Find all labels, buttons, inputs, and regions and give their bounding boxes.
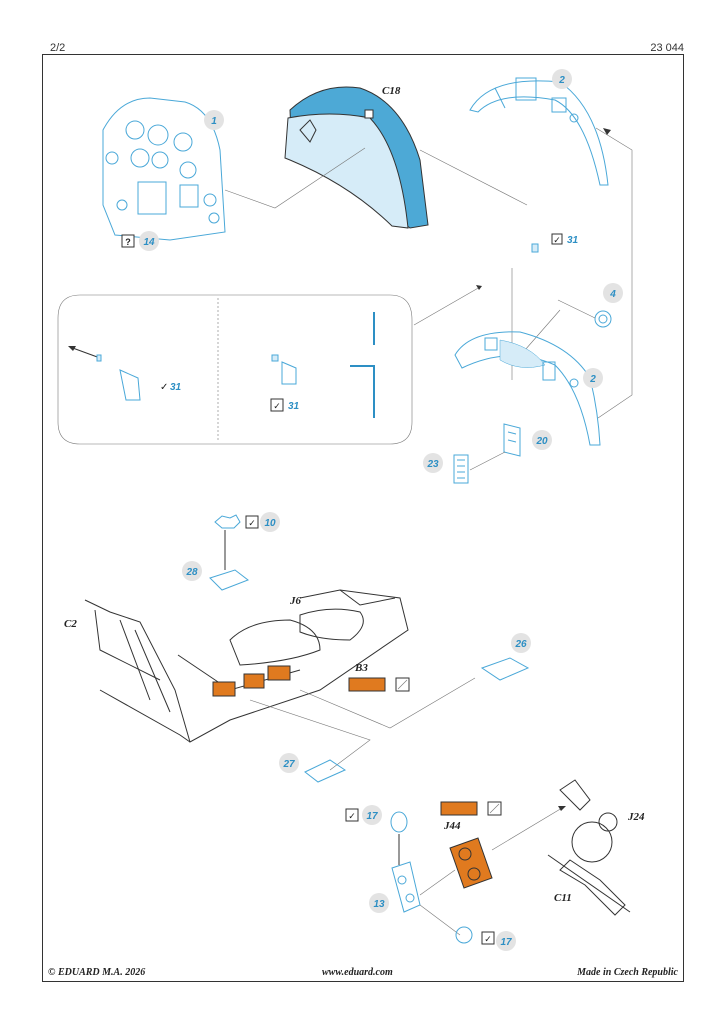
footer-url: www.eduard.com	[322, 967, 393, 978]
svg-text:✓: ✓	[348, 811, 356, 821]
svg-text:4: 4	[609, 289, 616, 300]
paint-j44: J44	[440, 801, 502, 889]
svg-text:2: 2	[589, 374, 596, 385]
svg-text:17: 17	[366, 811, 378, 822]
arrow-head	[603, 128, 611, 135]
svg-text:✓: ✓	[160, 382, 168, 393]
arrow-head	[558, 806, 566, 811]
leader-line	[224, 147, 366, 209]
callout-31-inset-a: ✓ 31	[160, 382, 182, 393]
instrument-panel-pe-1	[102, 97, 226, 241]
cockpit-floor-c2	[84, 589, 409, 743]
panel-pe-2-top	[469, 77, 609, 186]
svg-text:J44: J44	[443, 820, 461, 832]
part-20: 20	[503, 423, 552, 457]
optional-part-14: ? 14	[121, 231, 159, 251]
part-31-top: ✓ 31	[531, 233, 579, 253]
svg-text:20: 20	[535, 436, 548, 447]
svg-text:✓: ✓	[273, 401, 281, 411]
label-j24: J24	[627, 811, 645, 823]
leader-line	[299, 677, 476, 729]
label-c11: C11	[554, 892, 572, 904]
part-4: 4	[594, 283, 623, 328]
svg-text:17: 17	[500, 937, 512, 948]
plastic-panel-c18	[284, 86, 429, 229]
leader-line	[469, 451, 506, 471]
gunsight-j24-c11	[547, 779, 631, 916]
callout-31-inset-b: ✓ 31	[270, 398, 300, 412]
svg-text:27: 27	[282, 759, 295, 770]
leader-line	[419, 869, 456, 896]
page-number: 2/2	[50, 42, 66, 54]
part-17-top: ✓ 17	[345, 805, 408, 833]
svg-text:2: 2	[558, 75, 565, 86]
svg-text:?: ?	[125, 237, 131, 247]
svg-text:1: 1	[211, 116, 217, 127]
svg-text:14: 14	[143, 237, 155, 248]
part-13: 13	[369, 861, 421, 913]
svg-text:10: 10	[264, 518, 276, 529]
leader-line	[249, 699, 371, 771]
detail-inset	[57, 294, 413, 445]
svg-text:26: 26	[514, 639, 527, 650]
svg-text:28: 28	[185, 567, 198, 578]
svg-text:31: 31	[567, 235, 579, 246]
svg-text:✓: ✓	[248, 518, 256, 528]
callout-2-lower: 2	[583, 368, 603, 388]
svg-text:31: 31	[170, 382, 182, 393]
footer-copyright: © EDUARD M.A. 2026	[48, 967, 146, 978]
leader-line	[419, 149, 528, 206]
callout-1: 1	[204, 110, 224, 130]
svg-text:13: 13	[373, 899, 385, 910]
leader-line	[413, 286, 481, 326]
part-17-bottom: ✓ 17	[455, 926, 516, 951]
paint-b3: B3	[348, 662, 410, 692]
svg-text:✓: ✓	[484, 934, 492, 944]
label-j6: J6	[289, 595, 302, 607]
footer-made-in: Made in Czech Republic	[577, 967, 678, 978]
part-28: 28	[182, 561, 250, 591]
part-23: 23	[423, 453, 469, 484]
label-c2: C2	[64, 618, 77, 630]
leader-line	[491, 807, 563, 851]
kit-code: 23 044	[650, 42, 684, 54]
leader-line	[524, 309, 561, 351]
callout-2-top: 2	[552, 69, 572, 89]
part-26: 26	[480, 633, 531, 681]
panel-pe-2-lower	[454, 331, 601, 446]
label-c18: C18	[382, 85, 401, 97]
svg-text:31: 31	[288, 401, 300, 412]
svg-text:✓: ✓	[553, 235, 561, 245]
part-10: ✓ 10	[214, 512, 280, 532]
leader-line	[595, 127, 633, 419]
svg-text:B3: B3	[354, 662, 368, 674]
svg-text:23: 23	[426, 459, 439, 470]
leader-line	[419, 904, 461, 936]
leader-line	[557, 299, 596, 319]
part-27: 27	[279, 753, 347, 783]
instruction-sheet-frame	[42, 54, 684, 982]
arrow-head	[476, 285, 482, 290]
